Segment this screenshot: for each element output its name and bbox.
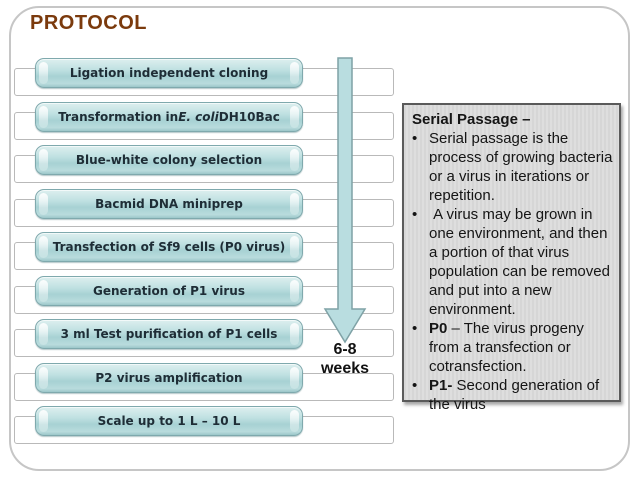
flow-step-label: P2 virus amplification [95,371,243,385]
flow-step-label: Transformation in [58,110,179,124]
note-bullet-text: P0 – The virus progeny from a transfecti… [429,320,588,375]
note-bullet-text: P1- Second generation of the virus [429,377,604,413]
flow-step-pill: Blue-white colony selection [35,145,303,175]
flow-step-label: Blue-white colony selection [75,153,263,167]
flow-step-pill: Scale up to 1 L – 10 L [35,406,303,436]
flow-step-pill: Bacmid DNA miniprep [35,189,303,219]
note-bullet-text: A virus may be grown in one environment,… [429,206,615,318]
flow-step-row: Bacmid DNA miniprep [0,189,638,227]
flow-step-row: Ligation independent cloning [0,58,638,96]
flow-step-pill: Transfection of Sf9 cells (P0 virus) [35,232,303,262]
duration-weeks-word: weeks [320,360,370,377]
flow-step-row: Transformation in E. coli DH10Bac [0,102,638,140]
flow-step-row: Blue-white colony selection [0,145,638,183]
bullet-icon: • [412,320,418,337]
flow-step-row: P2 virus amplification [0,363,638,401]
bullet-icon: • [412,377,418,394]
note-bullet-item: • A virus may be grown in one environmen… [412,205,614,319]
flow-step-label: Bacmid DNA miniprep [95,197,243,211]
flow-step-label: Scale up to 1 L – 10 L [97,414,241,428]
flow-step-label: 3 ml Test purification of P1 cells [60,327,278,341]
page-title: PROTOCOL [30,12,147,34]
flow-step-row: Transfection of Sf9 cells (P0 virus) [0,232,638,270]
note-bullet-text: Serial passage is the process of growing… [429,130,617,204]
bullet-icon: • [412,206,418,223]
timeline-arrow-icon [323,57,367,344]
flow-step-pill: Transformation in E. coli DH10Bac [35,102,303,132]
flow-step-pill: 3 ml Test purification of P1 cells [35,319,303,349]
flow-step-row: Scale up to 1 L – 10 L [0,406,638,444]
duration-weeks-number: 6-8 [333,341,357,358]
flow-step-label: Generation of P1 virus [92,284,245,298]
note-title: Serial Passage – [412,111,531,128]
flow-step-label: DH10Bac [218,110,280,124]
flow-step-pill: Generation of P1 virus [35,276,303,306]
flow-step-row: 3 ml Test purification of P1 cells [0,319,638,357]
flow-step-label: Ligation independent cloning [69,66,269,80]
flow-step-label: Transfection of Sf9 cells (P0 virus) [52,240,286,254]
note-bullet-item: • P1- Second generation of the virus [412,376,614,414]
flow-step-label: E. coli [178,110,219,124]
note-bullet-item: • Serial passage is the process of growin… [412,129,614,205]
flow-step-pill: P2 virus amplification [35,363,303,393]
serial-passage-note-box: Serial Passage – • Serial passage is the … [402,103,621,413]
flow-step-pill: Ligation independent cloning [35,58,303,88]
bullet-icon: • [412,130,418,147]
duration-label: 6-8 weeks [300,340,390,378]
note-bullet-item: • P0 – The virus progeny from a transfect… [412,319,614,376]
note-bullets: • Serial passage is the process of growin… [412,129,614,414]
